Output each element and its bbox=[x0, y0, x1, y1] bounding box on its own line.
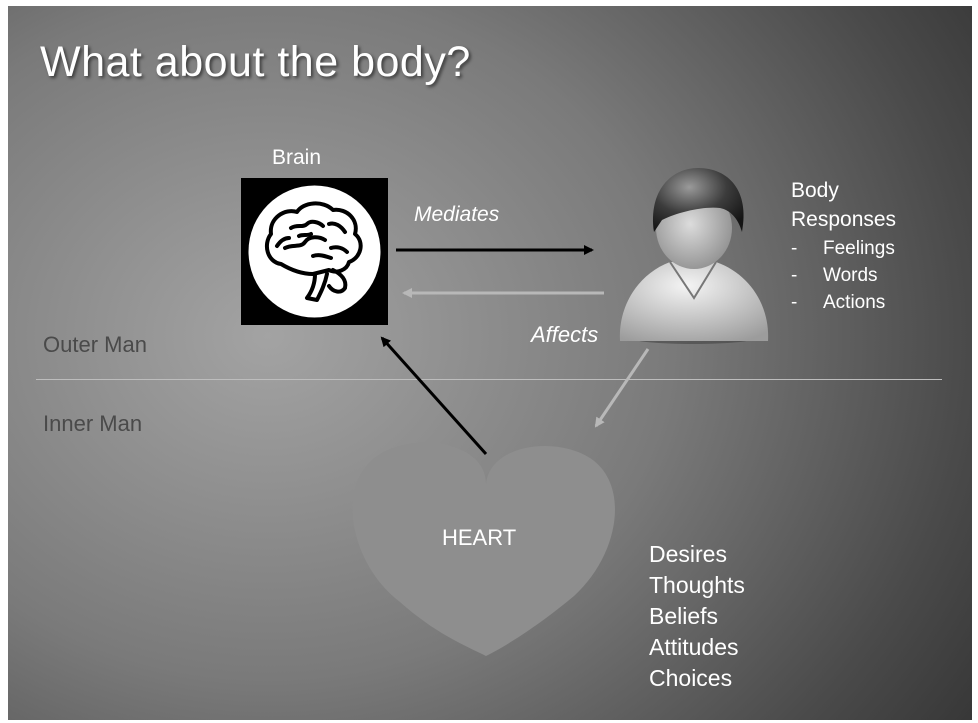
mediates-label: Mediates bbox=[414, 203, 499, 227]
heart-item: Beliefs bbox=[649, 601, 745, 632]
body-response-item: -Feelings bbox=[791, 235, 895, 262]
body-responses-title-line1: Body bbox=[791, 176, 896, 205]
person-icon bbox=[620, 168, 768, 344]
body-response-item: -Words bbox=[791, 262, 895, 289]
bullet-dash: - bbox=[791, 289, 823, 316]
heart-to-brain-arrow bbox=[382, 338, 486, 454]
heart-label: HEART bbox=[442, 525, 516, 551]
body-response-item: -Actions bbox=[791, 289, 895, 316]
body-to-heart-arrow bbox=[596, 349, 648, 426]
arrows-layer bbox=[8, 6, 972, 720]
heart-item: Desires bbox=[649, 539, 745, 570]
heart-item: Thoughts bbox=[649, 570, 745, 601]
body-response-label: Words bbox=[823, 265, 878, 286]
heart-item: Attitudes bbox=[649, 632, 745, 663]
bullet-dash: - bbox=[791, 262, 823, 289]
affects-label: Affects bbox=[531, 322, 598, 348]
heart-items-list: Desires Thoughts Beliefs Attitudes Choic… bbox=[649, 539, 745, 694]
bullet-dash: - bbox=[791, 235, 823, 262]
body-responses-title-line2: Responses bbox=[791, 205, 896, 234]
body-responses-title: Body Responses bbox=[791, 176, 896, 234]
body-responses-list: -Feelings -Words -Actions bbox=[791, 235, 895, 316]
slide: What about the body? Outer Man Inner Man… bbox=[8, 6, 972, 720]
body-response-label: Feelings bbox=[823, 238, 895, 259]
heart-item: Choices bbox=[649, 663, 745, 694]
body-response-label: Actions bbox=[823, 292, 885, 313]
